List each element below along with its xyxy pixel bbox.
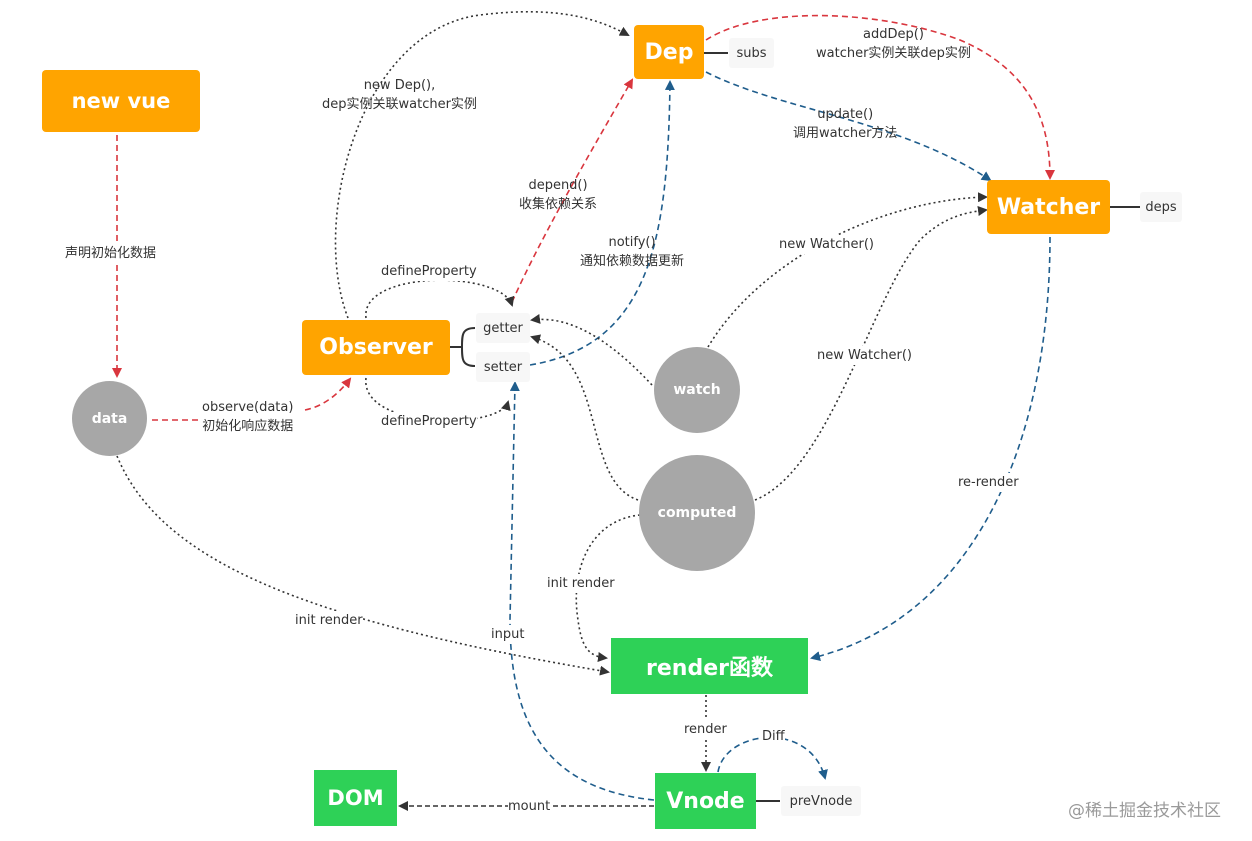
node-dep-label: Dep: [644, 39, 694, 65]
label-notify: notify() 通知依赖数据更新: [580, 233, 684, 271]
tag-prevnode: preVnode: [781, 786, 861, 816]
edge-watch-to-watcher: [707, 192, 988, 348]
edge-getter-to-dep: [511, 78, 634, 303]
node-observer-label: Observer: [319, 335, 433, 360]
edge-vnode-to-setter: [509, 381, 655, 801]
edge-watcher-to-render: [810, 236, 1051, 661]
node-computed-label: computed: [657, 505, 737, 521]
node-new-vue-label: new vue: [71, 89, 171, 113]
watermark: @稀土掘金技术社区: [1068, 801, 1221, 821]
label-add-dep-line2: watcher实例关联dep实例: [816, 46, 971, 61]
label-depend-line2: 收集依赖关系: [519, 197, 598, 212]
label-define-property-top: defineProperty: [381, 262, 477, 281]
label-depend-line1: depend(): [528, 178, 588, 193]
label-update-line2: 调用watcher方法: [793, 126, 898, 141]
label-add-dep-line1: addDep(): [863, 27, 924, 42]
node-watcher: Watcher: [987, 180, 1110, 234]
edge-define-property-top: [365, 279, 515, 319]
edge-computed-to-getter: [530, 334, 639, 501]
label-mount: mount: [508, 797, 551, 816]
node-data: data: [72, 381, 147, 456]
node-dep: Dep: [634, 25, 704, 79]
node-render-function: render函数: [611, 638, 808, 694]
label-observe-line2: 初始化响应数据: [202, 419, 294, 434]
node-watch-label: watch: [673, 382, 721, 398]
edge-data-to-observer: [152, 379, 350, 421]
node-data-label: data: [91, 410, 128, 427]
node-observer: Observer: [302, 320, 450, 375]
label-add-dep: addDep() watcher实例关联dep实例: [816, 25, 971, 63]
label-input: input: [491, 625, 525, 644]
node-dom-label: DOM: [327, 786, 384, 810]
label-init-render-computed: init render: [547, 574, 615, 593]
label-observe-line1: observe(data): [202, 400, 294, 415]
tag-getter: getter: [476, 313, 530, 343]
bracket-observer-getter-setter: [450, 327, 476, 367]
label-update: update() 调用watcher方法: [793, 105, 897, 143]
label-new-dep: new Dep(), dep实例关联watcher实例: [322, 76, 477, 114]
label-declare-init-data: 声明初始化数据: [65, 244, 157, 263]
label-diff: Diff: [762, 727, 785, 746]
node-watch: watch: [654, 347, 740, 433]
label-init-render-data: init render: [295, 611, 363, 630]
label-re-render: re-render: [958, 473, 1019, 492]
node-dom: DOM: [314, 770, 397, 826]
edge-vnode-diff: [717, 736, 828, 780]
label-observe: observe(data) 初始化响应数据: [202, 398, 293, 436]
edge-computed-to-watcher: [754, 206, 988, 501]
tag-setter: setter: [476, 352, 530, 382]
node-render-function-label: render函数: [646, 656, 773, 681]
label-render: render: [684, 720, 727, 739]
edge-setter-to-dep: [529, 80, 675, 366]
node-computed: computed: [639, 455, 755, 571]
label-new-watcher-computed: new Watcher(): [817, 346, 912, 365]
edge-data-to-render: [116, 455, 610, 676]
node-watcher-label: Watcher: [996, 194, 1101, 220]
node-vnode-label: Vnode: [666, 788, 745, 814]
label-depend: depend() 收集依赖关系: [519, 176, 597, 214]
tag-subs: subs: [729, 38, 774, 68]
node-vnode: Vnode: [655, 773, 756, 829]
edge-watch-to-getter: [530, 314, 653, 386]
label-update-line1: update(): [817, 107, 874, 122]
edge-computed-to-render: [575, 514, 641, 662]
label-notify-line1: notify(): [608, 235, 656, 250]
edge-dep-to-watcher-update: [705, 71, 992, 182]
label-notify-line2: 通知依赖数据更新: [580, 254, 685, 269]
label-new-dep-line2: dep实例关联watcher实例: [322, 97, 477, 112]
label-new-watcher-watch: new Watcher(): [779, 235, 874, 254]
node-new-vue: new vue: [42, 70, 200, 132]
label-define-property-bottom: defineProperty: [381, 412, 477, 431]
tag-deps: deps: [1140, 192, 1182, 222]
edge-dep-to-watcher-adddep: [705, 14, 1055, 180]
label-new-dep-line1: new Dep(),: [363, 78, 436, 93]
